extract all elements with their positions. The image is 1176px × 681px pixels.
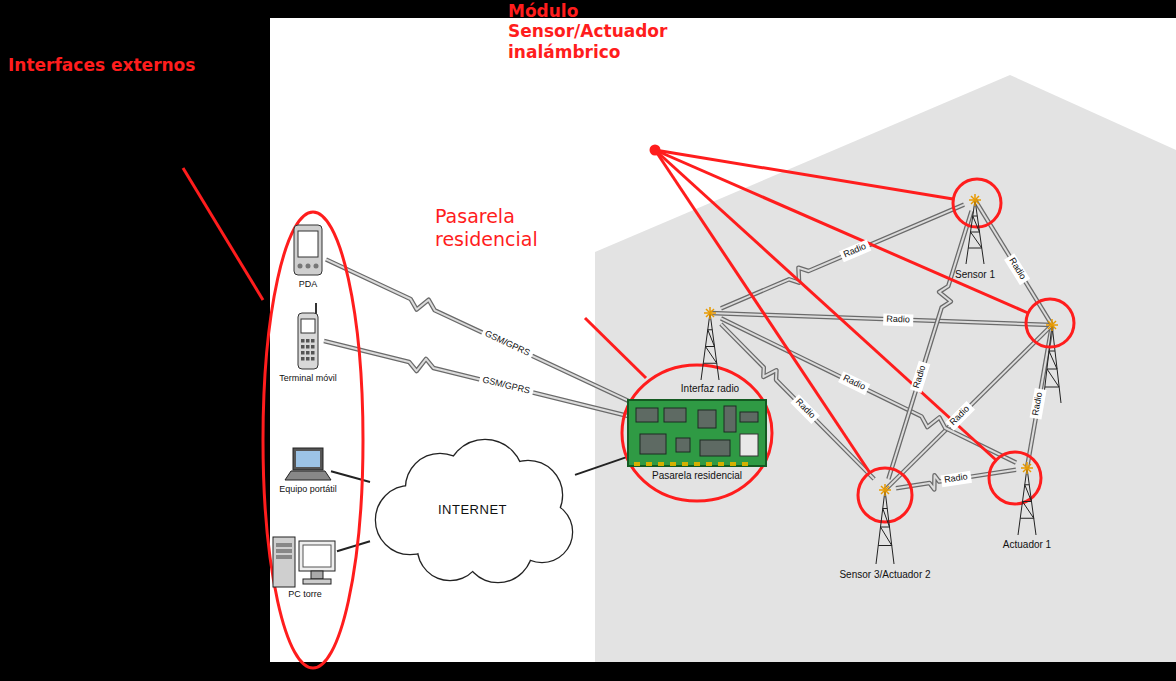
laptop-icon: Equipo portátil	[285, 448, 331, 482]
radio-antenna-graphic	[874, 479, 896, 566]
leader-line	[585, 318, 646, 378]
pc-icon: PC torre	[273, 535, 337, 587]
radio-antenna-graphic	[699, 302, 721, 382]
wired-link	[331, 471, 370, 482]
mast-brace	[1049, 351, 1057, 369]
mast-bar	[1045, 387, 1059, 388]
radio-antenna-drawing	[876, 484, 894, 564]
radio-antenna-drawing	[701, 307, 719, 380]
phone-icon: Terminal móvil	[292, 303, 324, 371]
link-label: Radio	[839, 240, 871, 263]
wired-link	[337, 541, 370, 551]
pda-icon-graphic	[290, 225, 326, 277]
wireless-link	[324, 341, 628, 416]
annotation-title: Módulo Sensor/Actuador inalámbrico	[508, 1, 733, 62]
gateway-board-graphic	[628, 400, 766, 466]
mast-bar	[1047, 369, 1057, 370]
node-label: Sensor 3/Actuador 2	[839, 569, 930, 581]
link-label: Radio	[1030, 388, 1047, 419]
radio-antenna-drawing	[1018, 462, 1036, 535]
radio-antenna: Sensor 3/Actuador 2	[874, 479, 896, 501]
radio-antenna-drawing	[966, 194, 984, 264]
annotation-label: Interfaces externos	[8, 55, 258, 75]
phone-icon-graphic	[292, 303, 324, 371]
gateway-board-drawing	[628, 400, 766, 466]
wired-link	[575, 457, 628, 475]
node-label: Terminal móvil	[279, 373, 337, 383]
callout-circle	[953, 179, 1001, 227]
link-label: Radio	[791, 395, 820, 424]
node-label: Pasarela residencial	[652, 470, 742, 482]
laptop-icon-drawing	[285, 448, 331, 480]
pc-icon-drawing	[273, 537, 335, 587]
node-label: Actuador 1	[1003, 539, 1051, 551]
link-label: Radio	[945, 401, 974, 430]
mast-bar	[1049, 351, 1055, 352]
gateway-board: Pasarela residencial	[628, 400, 766, 466]
radio-link	[710, 313, 1052, 325]
wireless-link	[896, 470, 1016, 490]
callout-circle	[989, 452, 1041, 504]
radio-link	[710, 313, 1052, 325]
wireless-link	[888, 211, 971, 479]
annotation-label: Pasarela residencial	[435, 205, 567, 251]
link-label: Radio	[1004, 253, 1030, 284]
laptop-icon-graphic	[285, 448, 331, 482]
radio-antenna: Actuador 1	[1016, 457, 1038, 479]
leader-line	[183, 168, 263, 300]
pda-icon: PDA	[290, 225, 326, 277]
node-label: PC torre	[288, 589, 322, 599]
callout-circle	[1026, 299, 1074, 347]
connectors	[324, 205, 1016, 552]
antenna-spark	[1046, 319, 1058, 331]
node-label: PDA	[299, 279, 318, 289]
link-label: Radio	[941, 471, 972, 487]
mast-leg	[1052, 325, 1061, 403]
callout-circle	[622, 365, 772, 501]
node-label: Equipo portátil	[279, 484, 337, 494]
cloud-drawing	[376, 440, 572, 582]
phone-icon-drawing	[298, 303, 318, 369]
white-panel	[270, 18, 1176, 662]
node-label: Interfaz radio	[681, 383, 739, 395]
link-label: Radio	[838, 371, 870, 395]
cloud-label: INTERNET	[370, 440, 575, 580]
callout-ellipse	[263, 212, 363, 668]
link-label: GSM/GPRS	[480, 327, 534, 361]
radio-antenna: Interfaz radio	[699, 302, 721, 324]
radio-antenna-graphic	[964, 189, 986, 266]
radio-antenna-graphic	[1016, 457, 1038, 537]
link-label: Radio	[910, 361, 930, 393]
cloud: INTERNET	[370, 440, 575, 580]
wireless-link	[721, 205, 964, 309]
leader-line	[655, 150, 996, 460]
pda-icon-drawing	[294, 225, 322, 275]
link-label: Radio	[883, 314, 913, 327]
mast-brace	[1047, 369, 1059, 387]
house-shape	[595, 75, 1176, 662]
pc-icon-graphic	[273, 535, 337, 587]
radio-antenna: Sensor 1	[964, 189, 986, 211]
node-label: Sensor 1	[955, 269, 995, 281]
link-label: GSM/GPRS	[479, 374, 535, 399]
